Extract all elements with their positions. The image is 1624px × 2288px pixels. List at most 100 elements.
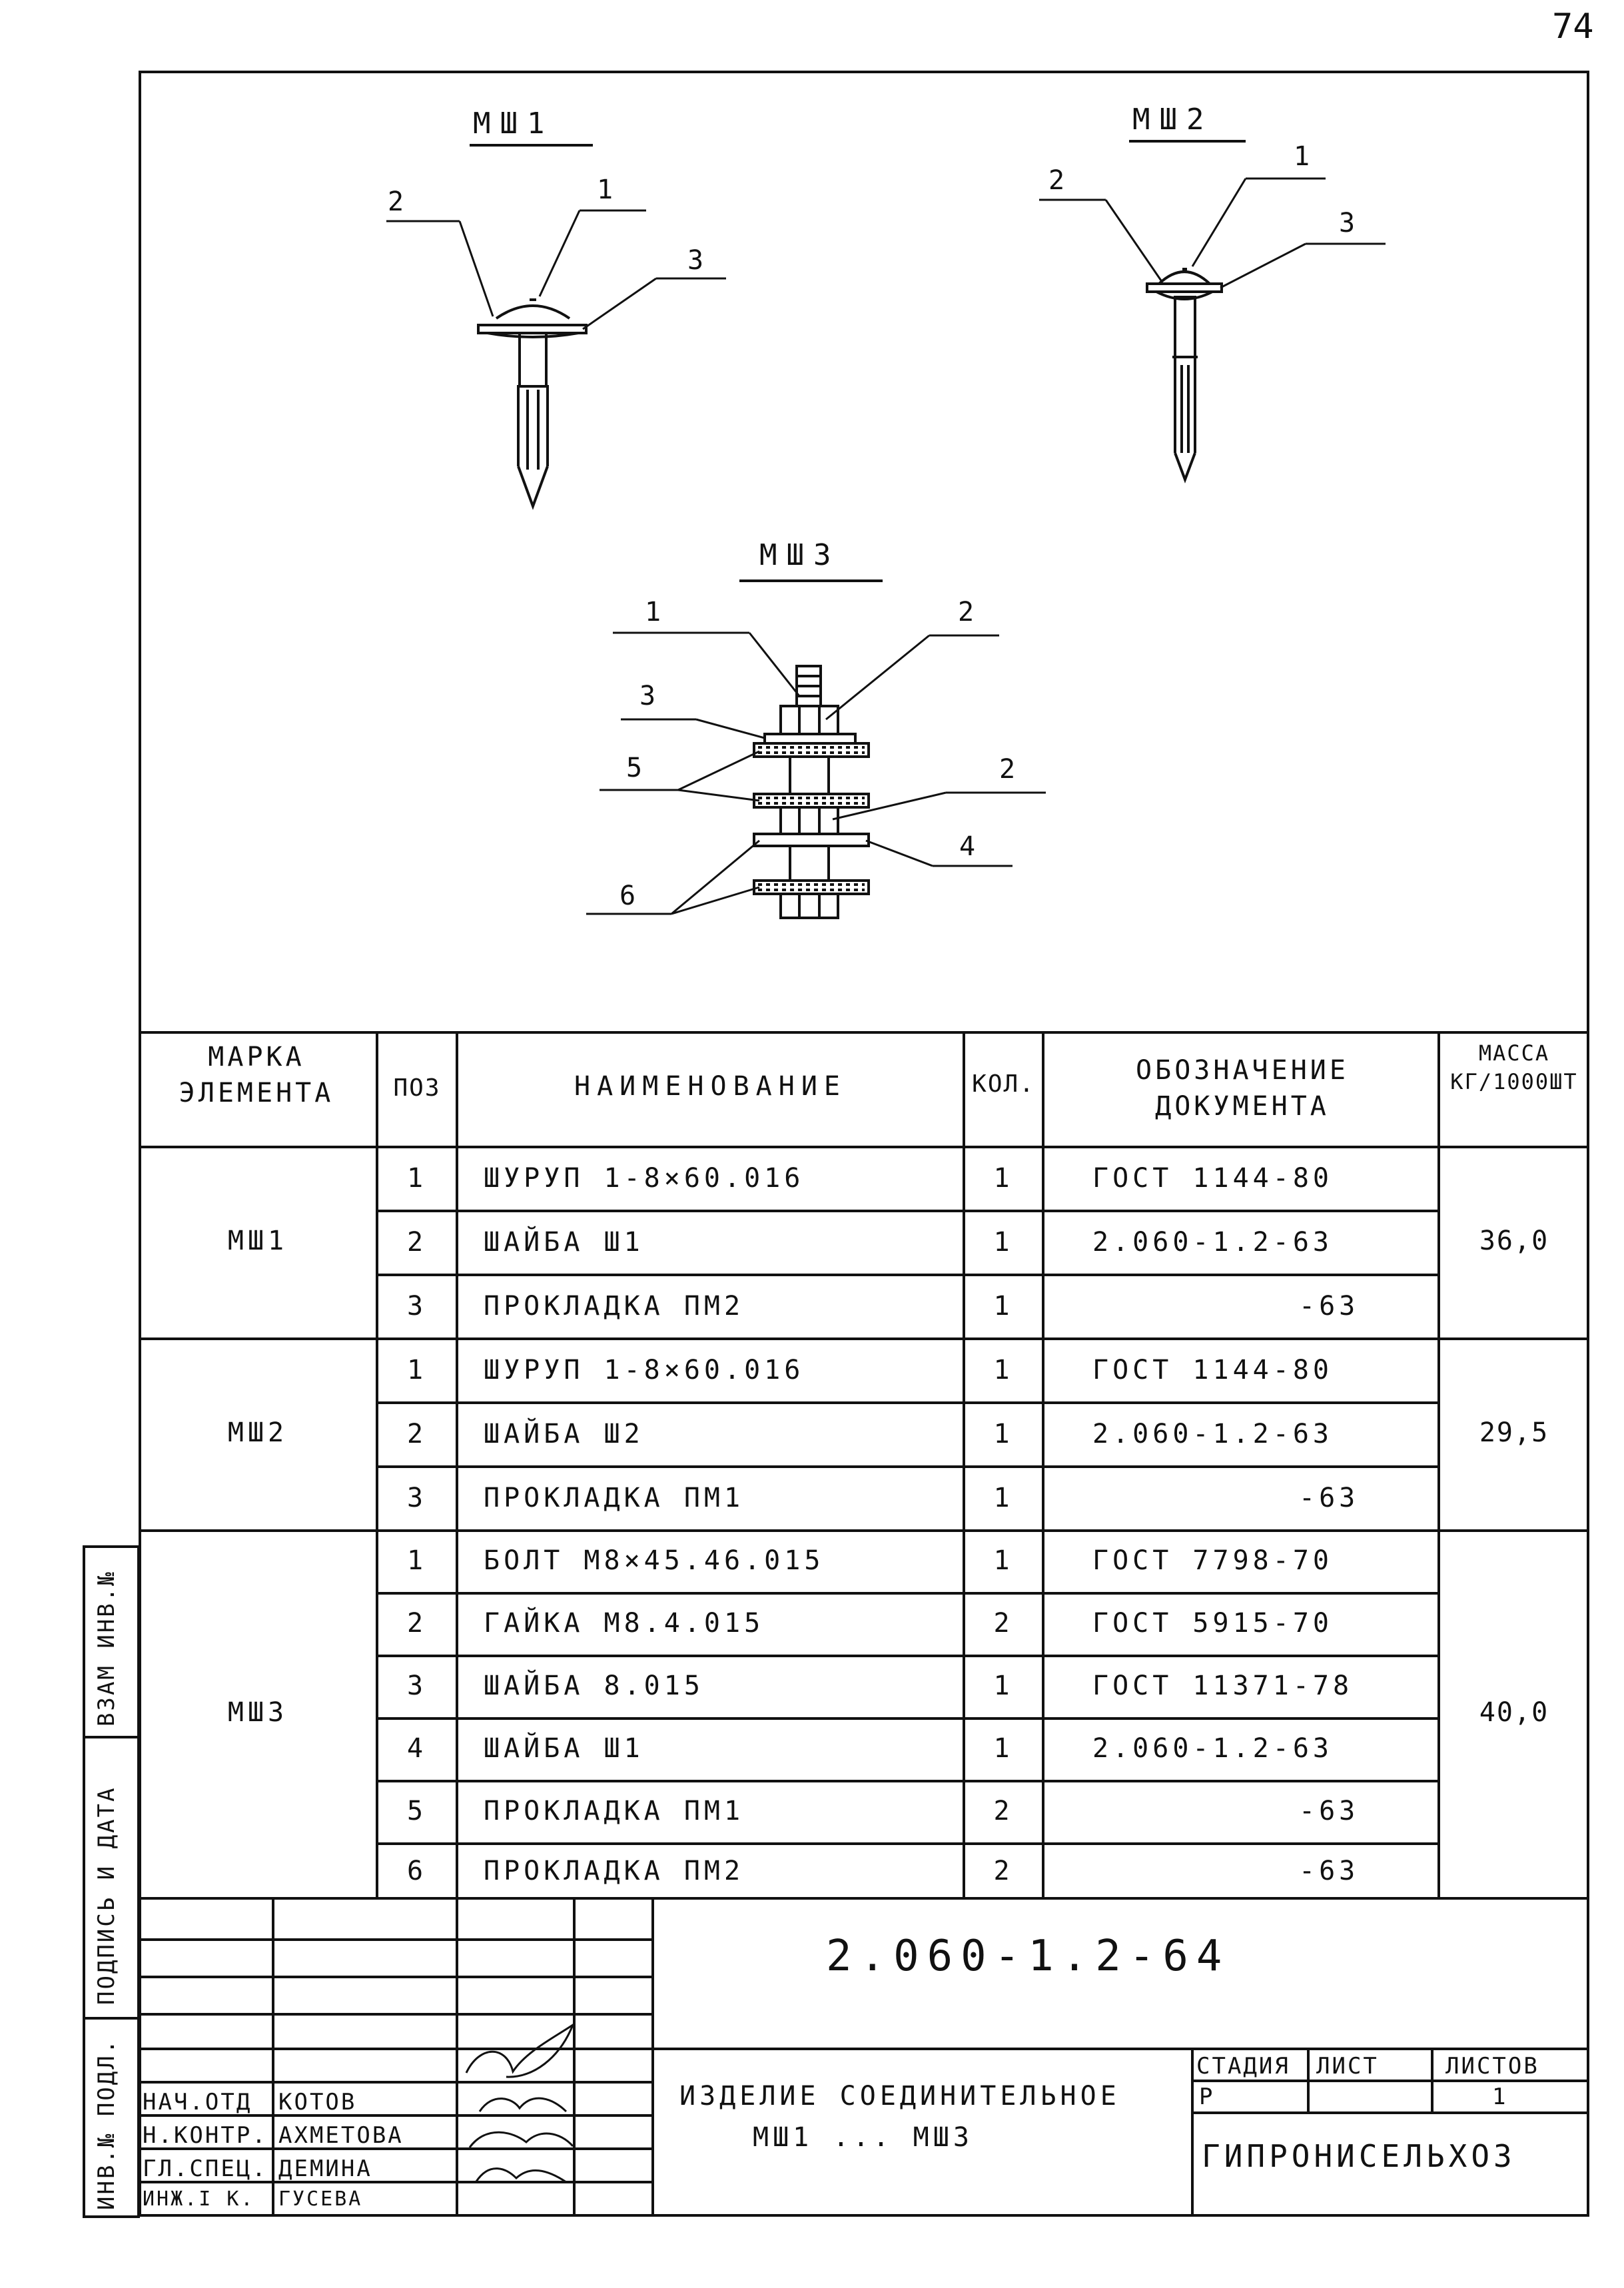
header-doc: ОБОЗНАЧЕНИЕ ДОКУМЕНТА <box>1136 1055 1349 1122</box>
signatures <box>465 2022 576 2183</box>
row-doc: -63 <box>1299 1483 1360 1513</box>
msh1-leaders <box>386 209 726 330</box>
row-pos: 3 <box>406 1671 428 1701</box>
drawing-frame <box>139 71 1589 2217</box>
msh3-label: МШ3 <box>759 538 841 572</box>
row-doc: ГОСТ 1144-80 <box>1092 1355 1333 1385</box>
row-qty: 1 <box>993 1355 1014 1385</box>
msh1-label: МШ1 <box>473 107 554 141</box>
name-kotov: КОТОВ <box>278 2089 357 2115</box>
row-pos: 1 <box>406 1545 428 1576</box>
side-stamp-grid <box>83 1545 140 2218</box>
group-mass-msh1: 36,0 <box>1479 1226 1549 1256</box>
msh2-callout-1: 1 <box>1294 141 1314 172</box>
msh2-callout-2: 2 <box>1048 165 1069 196</box>
msh1-callout-3: 3 <box>687 245 708 276</box>
header-qty: КОЛ. <box>972 1070 1035 1098</box>
row-doc: -63 <box>1299 1291 1360 1322</box>
stage-label: СТАДИЯ <box>1196 2053 1290 2080</box>
sheets-label: ЛИСТОВ <box>1445 2053 1539 2080</box>
row-qty: 1 <box>993 1163 1014 1194</box>
row-name: ПРОКЛАДКА ПМ1 <box>484 1483 745 1513</box>
row-pos: 2 <box>406 1227 428 1258</box>
role-gl-spec: ГЛ.СПЕЦ. <box>143 2155 268 2182</box>
spec-table-grid <box>139 1031 1589 1900</box>
row-qty: 1 <box>993 1419 1014 1449</box>
name-akhmetova: АХМЕТОВА <box>278 2122 404 2149</box>
group-mark-msh1: МШ1 <box>227 1226 288 1256</box>
header-mark: МАРКА ЭЛЕМЕНТА <box>179 1042 334 1108</box>
side-stamp-vzam-inv: ВЗАМ ИНВ.№ <box>93 1570 120 1726</box>
row-qty: 1 <box>993 1227 1014 1258</box>
row-name: БОЛТ М8×45.46.015 <box>484 1545 825 1576</box>
sheets-value: 1 <box>1492 2084 1508 2110</box>
row-qty: 1 <box>993 1671 1014 1701</box>
group-mark-msh2: МШ2 <box>227 1417 288 1448</box>
msh3-callout-5: 5 <box>626 753 647 783</box>
row-name: ШУРУП 1-8×60.016 <box>484 1163 805 1194</box>
row-qty: 2 <box>993 1856 1014 1886</box>
organization: ГИПРОНИСЕЛЬХОЗ <box>1202 2138 1516 2174</box>
row-name: ШАЙБА Ш2 <box>484 1419 644 1449</box>
row-name: ГАЙКА М8.4.015 <box>484 1608 765 1639</box>
row-qty: 1 <box>993 1483 1014 1513</box>
name-guseva: ГУСЕВА <box>278 2187 363 2211</box>
msh3-callout-3: 3 <box>639 681 660 711</box>
row-pos: 5 <box>406 1796 428 1826</box>
row-name: ШУРУП 1-8×60.016 <box>484 1355 805 1385</box>
role-inzh: ИНЖ.I К. <box>143 2187 255 2211</box>
title-line-2: МШ1 ... МШ3 <box>753 2122 973 2153</box>
row-name: ПРОКЛАДКА ПМ2 <box>484 1291 745 1322</box>
msh2-leaders <box>1039 177 1386 289</box>
side-stamp-signature-date: ПОДПИСЬ И ДАТА <box>93 1786 120 2005</box>
msh3-bolt-icon <box>753 665 870 919</box>
row-doc: ГОСТ 7798-70 <box>1092 1545 1333 1576</box>
row-qty: 1 <box>993 1545 1014 1576</box>
row-name: ПРОКЛАДКА ПМ1 <box>484 1796 745 1826</box>
row-doc: 2.060-1.2-63 <box>1092 1227 1333 1258</box>
msh1-screw-icon <box>477 298 588 510</box>
stage-value: Р <box>1199 2084 1215 2110</box>
group-mass-msh2: 29,5 <box>1479 1417 1549 1448</box>
row-pos: 1 <box>406 1355 428 1385</box>
title-line-1: ИЗДЕЛИЕ СОЕДИНИТЕЛЬНОЕ <box>679 2081 1120 2111</box>
row-qty: 1 <box>993 1733 1014 1764</box>
msh1-callout-2: 2 <box>388 187 408 217</box>
header-name: НАИМЕНОВАНИЕ <box>574 1071 847 1102</box>
row-pos: 3 <box>406 1483 428 1513</box>
row-pos: 2 <box>406 1608 428 1639</box>
sheet-label: ЛИСТ <box>1316 2053 1379 2080</box>
header-pos: ПОЗ <box>393 1074 441 1102</box>
group-mass-msh3: 40,0 <box>1479 1697 1549 1728</box>
msh3-callout-2b: 2 <box>999 754 1020 785</box>
msh3-callout-2a: 2 <box>958 597 979 627</box>
row-name: ШАЙБА Ш1 <box>484 1733 644 1764</box>
msh2-label: МШ2 <box>1132 103 1214 137</box>
msh3-callout-6: 6 <box>619 881 640 911</box>
msh3-leaders <box>586 631 1046 915</box>
row-pos: 6 <box>406 1856 428 1886</box>
row-doc: ГОСТ 5915-70 <box>1092 1608 1333 1639</box>
row-doc: 2.060-1.2-63 <box>1092 1733 1333 1764</box>
row-doc: ГОСТ 11371-78 <box>1092 1671 1354 1701</box>
row-doc: ГОСТ 1144-80 <box>1092 1163 1333 1194</box>
sheet-number: 74 <box>1552 7 1594 47</box>
side-stamp-inv-podl: ИНВ.№ ПОДЛ. <box>93 2038 120 2210</box>
msh1-callout-1: 1 <box>597 175 617 205</box>
signature-demina <box>468 2131 574 2148</box>
row-doc: 2.060-1.2-63 <box>1092 1419 1333 1449</box>
row-qty: 2 <box>993 1796 1014 1826</box>
msh3-callout-1: 1 <box>645 597 665 627</box>
msh2-screw-icon <box>1146 268 1223 484</box>
row-doc: -63 <box>1299 1856 1360 1886</box>
row-name: ШАЙБА 8.015 <box>484 1671 704 1701</box>
row-qty: 1 <box>993 1291 1014 1322</box>
row-pos: 4 <box>406 1733 428 1764</box>
signature-akhmetova <box>478 2097 568 2113</box>
name-demina: ДЕМИНА <box>278 2155 372 2182</box>
row-qty: 2 <box>993 1608 1014 1639</box>
row-pos: 1 <box>406 1163 428 1194</box>
header-mass: МАССА КГ/1000ШТ <box>1450 1040 1578 1095</box>
row-doc: -63 <box>1299 1796 1360 1826</box>
